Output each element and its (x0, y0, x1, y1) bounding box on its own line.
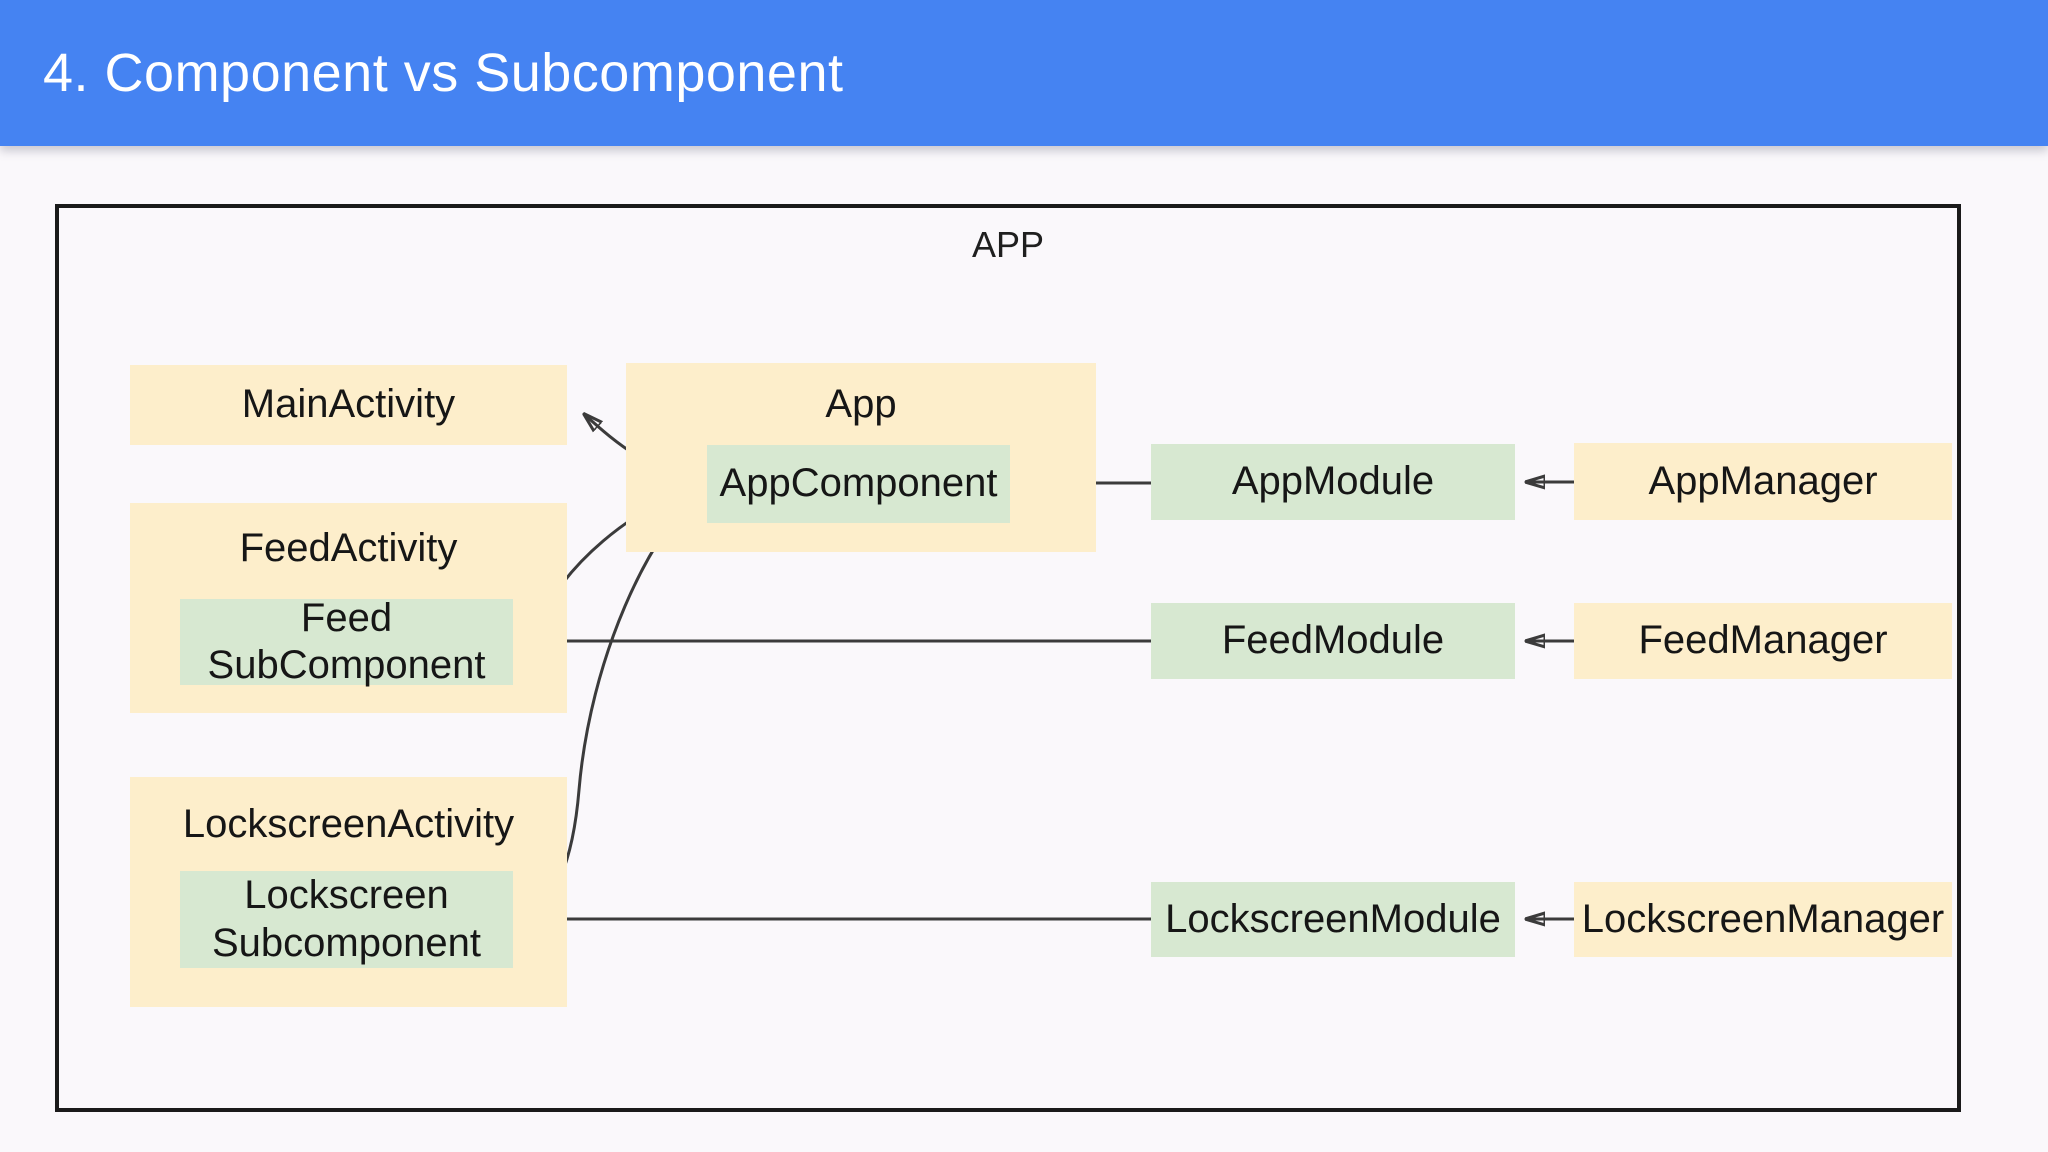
node-main-activity: MainActivity (130, 365, 567, 445)
node-lockscreen-manager: LockscreenManager (1574, 882, 1952, 957)
node-app-label: App (825, 382, 897, 426)
node-app-module-label: AppModule (1231, 459, 1435, 504)
node-lockscreen-subcomponent: Lockscreen Subcomponent (180, 871, 513, 968)
node-feed-manager-label: FeedManager (1638, 618, 1888, 663)
node-lockscreen-manager-label: LockscreenManager (1581, 896, 1945, 941)
node-feed-subcomponent-line2: SubComponent (207, 643, 486, 687)
node-main-activity-label: MainActivity (241, 382, 456, 427)
node-lockscreen-subcomponent-line1: Lockscreen (244, 873, 449, 918)
node-feed-subcomponent: Feed SubComponent (180, 596, 513, 687)
header-bar: 4. Component vs Subcomponent (0, 0, 2048, 146)
app-container-label: APP (971, 224, 1045, 265)
node-lockscreen-activity-label: LockscreenActivity (182, 802, 515, 846)
page-title: 4. Component vs Subcomponent (43, 43, 844, 103)
node-feed-module-label: FeedModule (1221, 618, 1445, 663)
node-lockscreen-subcomponent-line2: Subcomponent (211, 920, 482, 965)
node-feed-activity-label: FeedActivity (239, 526, 458, 570)
node-lockscreen-module-label: LockscreenModule (1165, 896, 1501, 941)
node-app-module: AppModule (1151, 444, 1515, 520)
node-app-manager: AppManager (1574, 443, 1952, 520)
node-app-component: AppComponent (707, 445, 1010, 523)
node-app-manager-label: AppManager (1648, 458, 1878, 503)
node-lockscreen-module: LockscreenModule (1151, 882, 1515, 957)
node-feed-module: FeedModule (1151, 603, 1515, 679)
node-feed-subcomponent-line1: Feed (300, 595, 393, 640)
app-container-box (55, 204, 1961, 1112)
node-feed-manager: FeedManager (1574, 603, 1952, 679)
node-app-component-label: AppComponent (719, 461, 998, 506)
